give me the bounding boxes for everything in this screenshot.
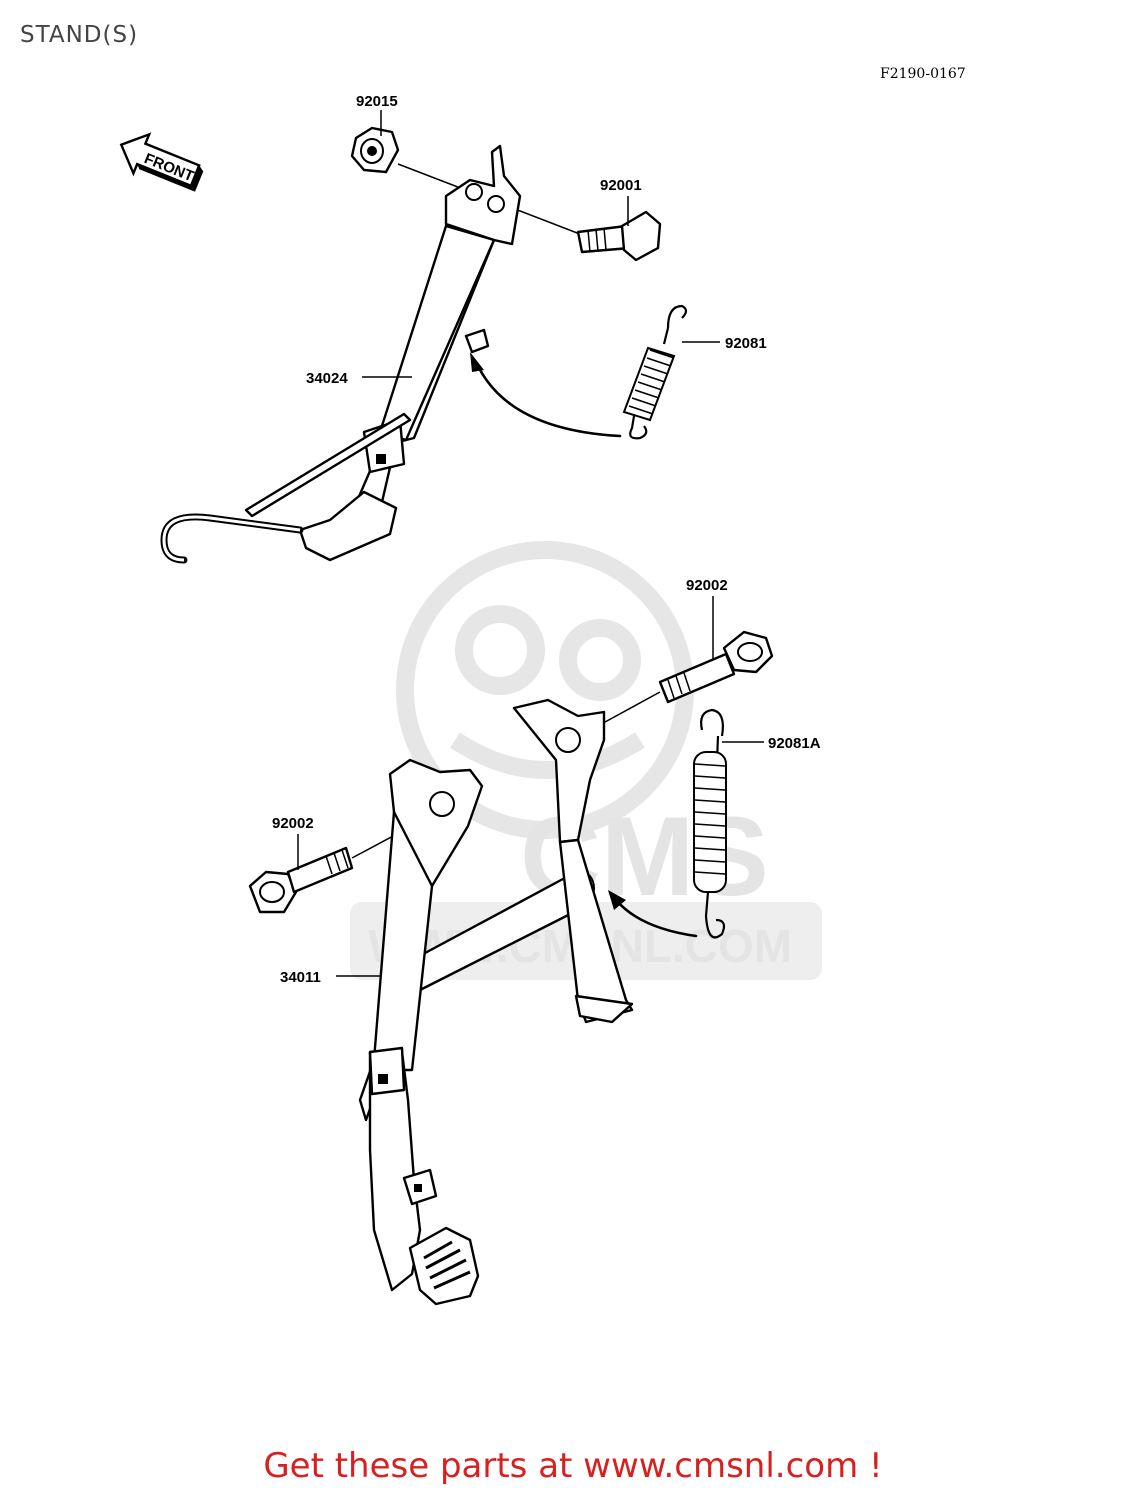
side-stand-part bbox=[160, 144, 522, 564]
watermark-mascot-mouth-icon bbox=[450, 732, 645, 779]
svg-text:92015: 92015 bbox=[356, 93, 398, 110]
bolt-left-part bbox=[248, 846, 354, 914]
bolt-right-part bbox=[658, 630, 774, 704]
diagram-code: F2190-0167 bbox=[880, 66, 966, 82]
center-stand-part bbox=[358, 698, 634, 1306]
svg-text:92002: 92002 bbox=[686, 577, 728, 594]
svg-text:92001: 92001 bbox=[600, 177, 642, 194]
spring-side-stand-arrow bbox=[476, 364, 622, 438]
svg-text:92081A: 92081A bbox=[768, 735, 821, 752]
bolt-side-stand-part bbox=[576, 210, 662, 262]
svg-text:34024: 34024 bbox=[306, 370, 348, 387]
callout-spring-center-stand: 92081A bbox=[722, 735, 821, 752]
nut-part bbox=[350, 126, 400, 174]
svg-text:92002: 92002 bbox=[272, 815, 314, 832]
parts-diagram: CMS WWW.CMSNL.COM FRONT bbox=[119, 93, 822, 1306]
callout-center-stand: 34011 bbox=[280, 969, 382, 986]
callout-bolt-left: 92002 bbox=[272, 815, 314, 870]
watermark-mascot-eye-icon bbox=[559, 619, 641, 701]
spring-center-stand-arrow bbox=[614, 898, 698, 938]
footer-promo-text: Get these parts at www.cmsnl.com ! bbox=[263, 1446, 883, 1486]
callout-side-stand: 34024 bbox=[306, 370, 412, 387]
page-title: STAND(S) bbox=[20, 22, 139, 48]
callout-nut: 92015 bbox=[356, 93, 398, 136]
callout-spring-side-stand: 92081 bbox=[682, 335, 767, 352]
spring-center-stand-part bbox=[693, 708, 727, 939]
svg-text:92081: 92081 bbox=[725, 335, 767, 352]
spring-center-stand-arrowhead-icon bbox=[608, 890, 626, 910]
spring-side-stand-part bbox=[622, 304, 688, 440]
callout-bolt-right: 92002 bbox=[686, 577, 728, 660]
spring-side-stand-arrowhead-icon bbox=[470, 352, 484, 372]
callout-bolt-side-stand: 92001 bbox=[600, 177, 642, 226]
svg-text:34011: 34011 bbox=[280, 969, 321, 986]
front-arrow-icon: FRONT bbox=[119, 132, 204, 192]
watermark-mascot-eye-icon bbox=[455, 605, 545, 695]
